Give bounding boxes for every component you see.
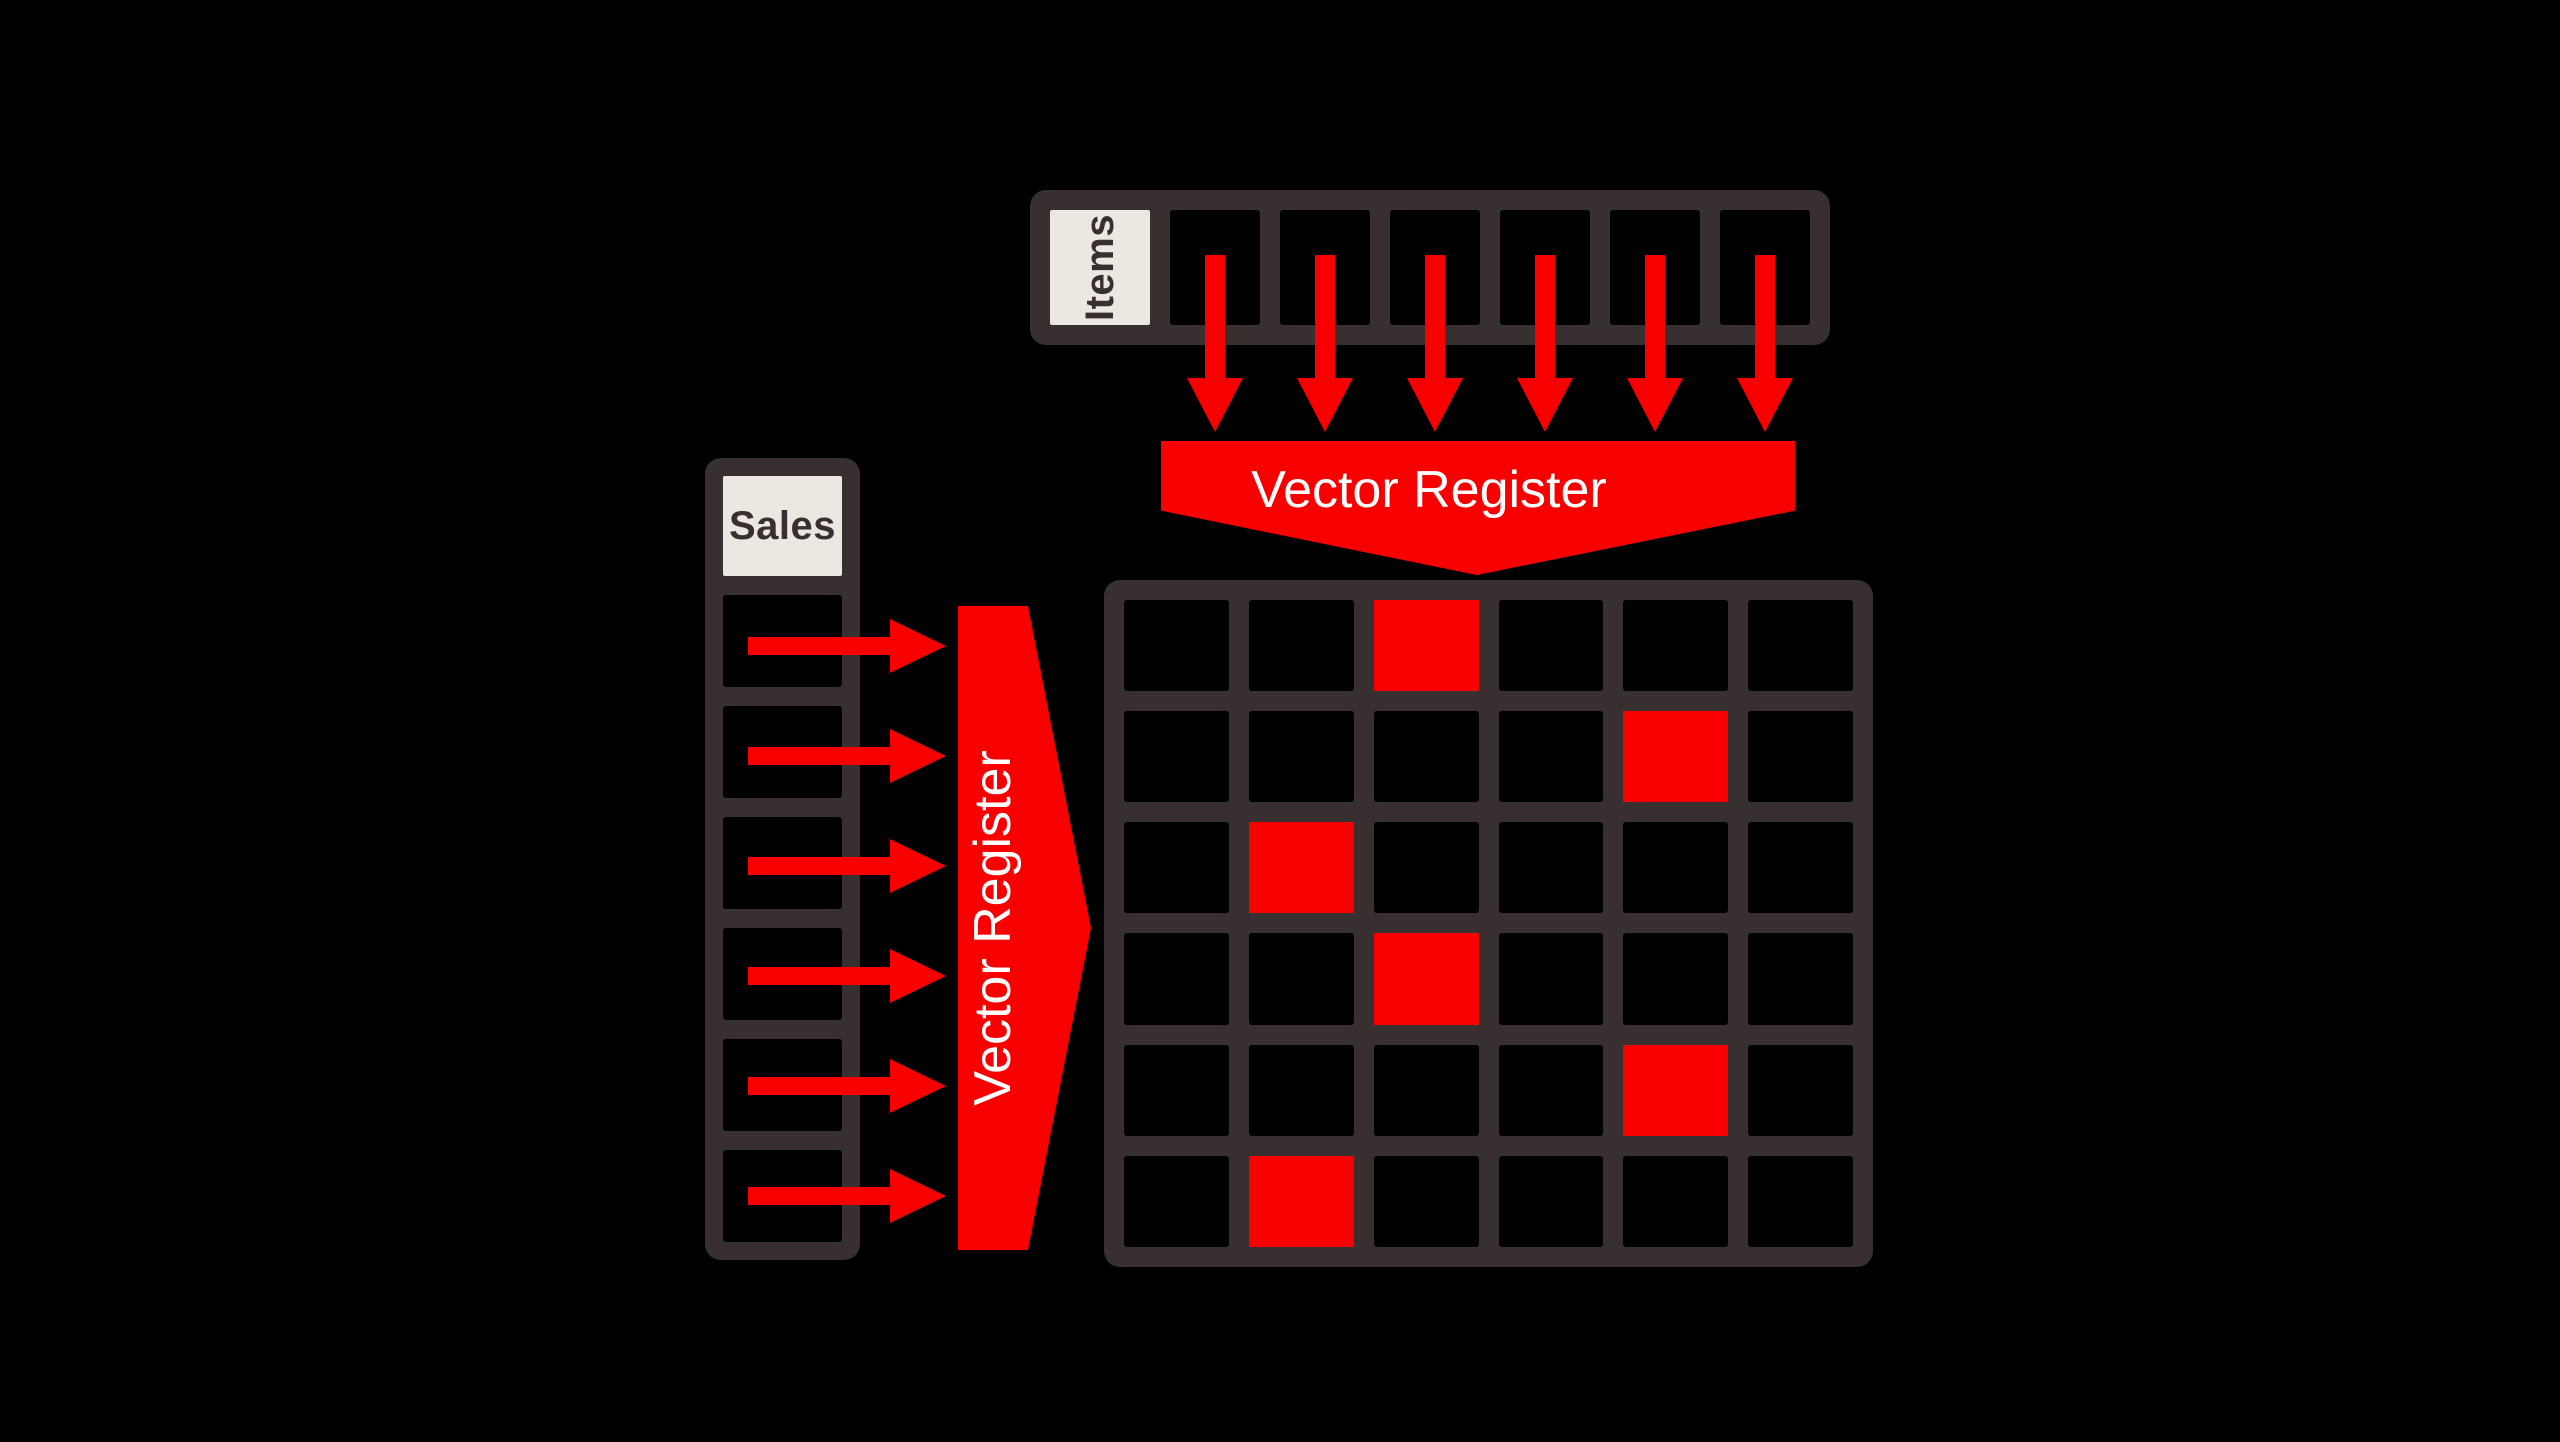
- matrix-cell: [1248, 933, 1354, 1025]
- arrow-right-icon: [748, 710, 946, 801]
- matrix-cell: [1373, 1044, 1479, 1136]
- arrow-down-icon-shaft: [1315, 255, 1335, 378]
- sales-arrows: [748, 600, 946, 1241]
- arrow-down-icon: [1280, 255, 1370, 432]
- arrow-down-icon: [1610, 255, 1700, 432]
- arrow-right-icon-head: [890, 618, 946, 673]
- sales-label-cell: Sales: [723, 476, 842, 576]
- arrow-down-icon: [1170, 255, 1260, 432]
- vector-register-banner-top: Vector Register: [1161, 441, 1795, 575]
- arrow-right-icon-shaft: [748, 1186, 890, 1205]
- matrix-cell: [1248, 1044, 1354, 1136]
- arrow-right-icon-shaft: [748, 1076, 890, 1095]
- vector-register-banner-left-label: Vector Register: [964, 750, 1022, 1106]
- arrow-down-icon-head: [1187, 378, 1243, 432]
- matrix-cell: [1124, 600, 1229, 692]
- matrix-cell: [1498, 1044, 1604, 1136]
- matrix-cell: [1498, 822, 1604, 914]
- arrow-down-icon: [1500, 255, 1590, 432]
- matrix-cell: [1748, 822, 1853, 914]
- vector-register-banner-left: Vector Register: [958, 606, 1091, 1250]
- arrow-right-icon: [748, 820, 946, 911]
- arrow-down-icon-shaft: [1205, 255, 1225, 378]
- arrow-right-icon: [748, 930, 946, 1021]
- sales-label: Sales: [728, 503, 837, 548]
- matrix-cell: [1498, 933, 1604, 1025]
- arrow-right-icon-head: [890, 1168, 946, 1223]
- matrix-cell: [1124, 933, 1229, 1025]
- matrix-cell-highlighted: [1248, 822, 1354, 914]
- items-label-cell: Items: [1050, 210, 1150, 325]
- matrix-cell-highlighted: [1373, 933, 1479, 1025]
- matrix-cell-highlighted: [1248, 1155, 1354, 1247]
- arrow-right-icon: [748, 600, 946, 691]
- matrix-cell: [1623, 933, 1729, 1025]
- matrix-cell: [1124, 711, 1229, 803]
- arrow-down-icon-head: [1517, 378, 1573, 432]
- arrow-right-icon: [748, 1150, 946, 1241]
- matrix-cell: [1623, 1155, 1729, 1247]
- matrix-cell-highlighted: [1373, 600, 1479, 692]
- items-label: Items: [1077, 214, 1122, 321]
- arrow-down-icon-shaft: [1535, 255, 1555, 378]
- matrix-cell: [1373, 822, 1479, 914]
- matrix-cell: [1623, 600, 1729, 692]
- matrix-grid: [1104, 580, 1873, 1267]
- matrix-cell-highlighted: [1623, 1044, 1729, 1136]
- arrow-right-icon-shaft: [748, 636, 890, 655]
- arrow-right-icon-shaft: [748, 746, 890, 765]
- arrow-right-icon-shaft: [748, 856, 890, 875]
- matrix-cell: [1373, 1155, 1479, 1247]
- arrow-down-icon-shaft: [1755, 255, 1775, 378]
- matrix-cell: [1498, 1155, 1604, 1247]
- arrow-right-icon-shaft: [748, 966, 890, 985]
- matrix-cell: [1373, 711, 1479, 803]
- matrix-cell: [1124, 1155, 1229, 1247]
- matrix-cell-highlighted: [1623, 711, 1729, 803]
- arrow-down-icon: [1390, 255, 1480, 432]
- arrow-down-icon: [1720, 255, 1810, 432]
- matrix-cell: [1248, 600, 1354, 692]
- arrow-right-icon-head: [890, 948, 946, 1003]
- matrix-cell: [1498, 711, 1604, 803]
- matrix-cell: [1748, 1044, 1853, 1136]
- arrow-right-icon-head: [890, 1058, 946, 1113]
- arrow-down-icon-head: [1297, 378, 1353, 432]
- arrow-right-icon: [748, 1040, 946, 1131]
- matrix-cell: [1748, 600, 1853, 692]
- arrow-down-icon-shaft: [1645, 255, 1665, 378]
- matrix-cell: [1124, 1044, 1229, 1136]
- arrow-down-icon-head: [1627, 378, 1683, 432]
- arrow-right-icon-head: [890, 838, 946, 893]
- arrow-down-icon-head: [1737, 378, 1793, 432]
- matrix-cell: [1124, 822, 1229, 914]
- matrix-cell: [1748, 933, 1853, 1025]
- matrix-cell: [1498, 600, 1604, 692]
- matrix-cell: [1623, 822, 1729, 914]
- arrow-down-icon-shaft: [1425, 255, 1445, 378]
- matrix-cell: [1748, 711, 1853, 803]
- vector-register-banner-top-label: Vector Register: [1251, 461, 1607, 519]
- arrow-right-icon-head: [890, 728, 946, 783]
- arrow-down-icon-head: [1407, 378, 1463, 432]
- matrix-cell: [1748, 1155, 1853, 1247]
- items-arrows: [1170, 255, 1810, 432]
- matrix-cell: [1248, 711, 1354, 803]
